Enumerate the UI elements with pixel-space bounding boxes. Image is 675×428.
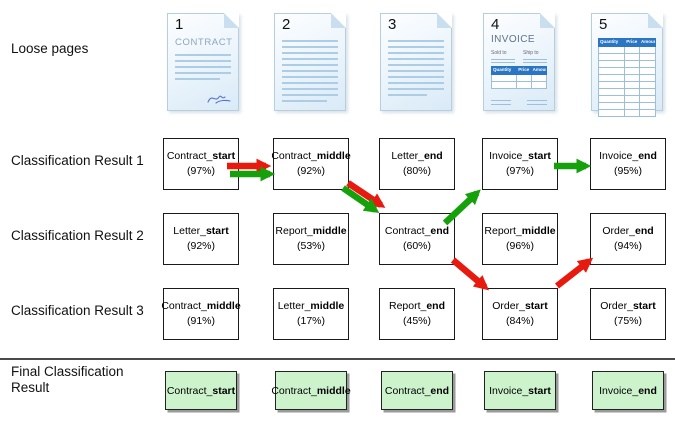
confidence-value: (60%) [402, 240, 431, 252]
classification-result-2-box-2: Report_middle(53%) [273, 213, 349, 265]
confidence-value: (91%) [186, 315, 215, 327]
classification-result-2-box-5: Order_end(94%) [590, 213, 666, 265]
classification-result-1-box-3: Letter_end(80%) [379, 138, 455, 190]
col-header-price: Price [624, 38, 641, 47]
page-number: 2 [282, 16, 291, 33]
confidence-value: (17%) [296, 315, 325, 327]
red-arrow-result3-cell4-to-result2-cell5 [554, 257, 594, 289]
document-page-4-invoice: 4 INVOICE Sold to Ship to Quantity Price… [483, 13, 555, 111]
page-number: 3 [388, 16, 397, 33]
page-fold-icon [331, 13, 346, 28]
page-number: 4 [491, 16, 500, 33]
classification-result-3-box-5: Order_start(75%) [590, 288, 666, 340]
classification-result-2-label: Classification Result 2 [11, 228, 144, 243]
col-header-amount: Amount [530, 66, 548, 75]
page-number: 1 [175, 16, 184, 33]
final-classification-result-label: Final Classification Result [11, 364, 124, 395]
sold-to-label: Sold to [491, 50, 507, 56]
document-page-1-contract: 1 CONTRACT [167, 13, 239, 111]
red-arrow-result1-cell2-to-result2-cell3 [346, 180, 386, 208]
page-fold-icon [540, 13, 555, 28]
signature-icon [207, 95, 231, 104]
final-result-box-5: Invoice_end [592, 371, 664, 410]
col-header-amount: Amount [639, 38, 656, 47]
classification-result-3-box-4: Order_start(84%) [482, 288, 558, 340]
classification-result-1-box-1: Contract_start(97%) [163, 138, 239, 190]
classification-result-3-box-1: Contract_middle(91%) [161, 288, 241, 340]
confidence-value: (80%) [402, 165, 431, 177]
confidence-value: (92%) [296, 165, 325, 177]
classification-result-1-box-4: Invoice_start(97%) [482, 138, 558, 190]
classification-result-3-label: Classification Result 3 [11, 303, 144, 318]
confidence-value: (94%) [613, 240, 642, 252]
ship-to-label: Ship to [523, 50, 539, 56]
confidence-value: (97%) [186, 165, 215, 177]
final-result-box-4: Invoice_start [484, 371, 556, 410]
classification-result-2-box-1: Letter_start(92%) [163, 213, 239, 265]
classification-result-2-box-4: Report_middle(96%) [482, 213, 558, 265]
final-result-box-1: Contract_start [165, 371, 237, 410]
col-header-quantity: Quantity [597, 38, 626, 47]
page-fold-icon [224, 13, 239, 28]
confidence-value: (97%) [505, 165, 534, 177]
confidence-value: (75%) [613, 315, 642, 327]
document-page-2-text: 2 [274, 13, 346, 111]
classification-result-3-box-2: Letter_middle(17%) [273, 288, 349, 340]
classification-result-3-box-3: Report_end(45%) [379, 288, 455, 340]
text-lines [175, 54, 231, 84]
classification-result-1-box-5: Invoice_end(95%) [590, 138, 666, 190]
document-page-5-table: 5 Quantity Price Amount [591, 13, 663, 117]
contract-title: CONTRACT [175, 37, 233, 48]
invoice-totals-lines [491, 97, 547, 105]
text-lines [388, 40, 444, 100]
classification-result-1-box-2: Contract_middle(92%) [271, 138, 351, 190]
col-header-price: Price [516, 66, 532, 75]
red-arrow-result2-cell3-to-result3-cell4 [450, 257, 489, 291]
confidence-value: (53%) [296, 240, 325, 252]
confidence-value: (96%) [505, 240, 534, 252]
confidence-value: (95%) [613, 165, 642, 177]
classification-result-1-label: Classification Result 1 [11, 153, 144, 168]
confidence-value: (45%) [402, 315, 431, 327]
document-page-3-text: 3 [380, 13, 452, 111]
confidence-value: (92%) [186, 240, 215, 252]
page-fold-icon [437, 13, 452, 28]
col-header-quantity: Quantity [490, 66, 518, 75]
green-arrow-result1-cell2-to-result2-cell3 [341, 185, 380, 213]
final-result-box-2: Contract_middle [271, 371, 351, 410]
invoice-title: INVOICE [491, 34, 535, 45]
confidence-value: (84%) [505, 315, 534, 327]
invoice-addresses: Sold to Ship to [491, 50, 547, 63]
section-divider [0, 358, 675, 360]
loose-pages-label: Loose pages [11, 41, 89, 56]
invoice-table: Quantity Price Amount [490, 66, 548, 89]
classification-result-2-box-3: Contract_end(60%) [379, 213, 455, 265]
page-fold-icon [648, 13, 663, 28]
final-result-box-3: Contract_end [381, 371, 453, 410]
items-table: Quantity Price Amount [597, 38, 656, 117]
text-lines [282, 40, 338, 106]
page-number: 5 [599, 16, 608, 33]
